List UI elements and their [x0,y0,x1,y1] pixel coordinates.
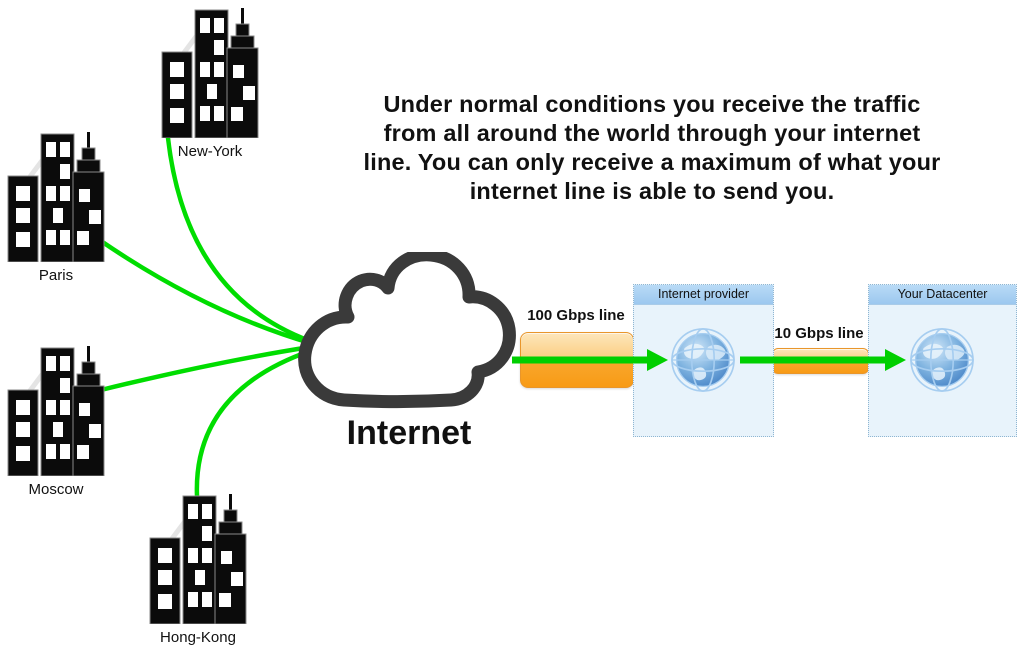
buildings-icon [7,346,105,477]
buildings-icon [161,8,259,139]
city-label-moscow: Moscow [28,481,84,498]
traffic-arrow-provider-to-datacenter [740,349,906,371]
globe-icon [671,328,735,392]
headline-line: from all around the world through your i… [383,120,921,146]
panel-header-your-datacenter: Your Datacenter [869,285,1016,305]
panel-header-internet-provider: Internet provider [634,285,773,305]
city-group-new-york: New-York [160,8,260,161]
buildings-icon [149,494,247,625]
link-line-paris [98,238,313,346]
city-label-hong-kong: Hong-Kong [160,629,236,646]
city-label-paris: Paris [38,267,74,284]
headline-line: internet line is able to send you. [469,178,835,204]
city-group-moscow: Moscow [6,346,106,499]
buildings-icon [7,132,105,263]
city-label-new-york: New-York [177,143,243,160]
link-line-hong-kong [194,348,313,499]
cloud-icon [298,252,516,408]
pipe-label-10gbps: 10 Gbps line [774,325,864,342]
internet-label: Internet [346,414,472,452]
pipe-label-100gbps: 100 Gbps line [527,307,625,324]
city-group-hong-kong: Hong-Kong [148,494,248,647]
headline-line: line. You can only receive a maximum of … [363,149,941,175]
city-group-paris: Paris [6,132,106,285]
globe-icon [910,328,974,392]
headline-text: Under normal conditions you receive the … [284,90,1020,206]
traffic-arrow-cloud-to-provider [512,349,668,371]
headline-line: Under normal conditions you receive the … [383,91,921,117]
link-line-new-york [165,135,313,344]
link-line-moscow [98,344,313,393]
